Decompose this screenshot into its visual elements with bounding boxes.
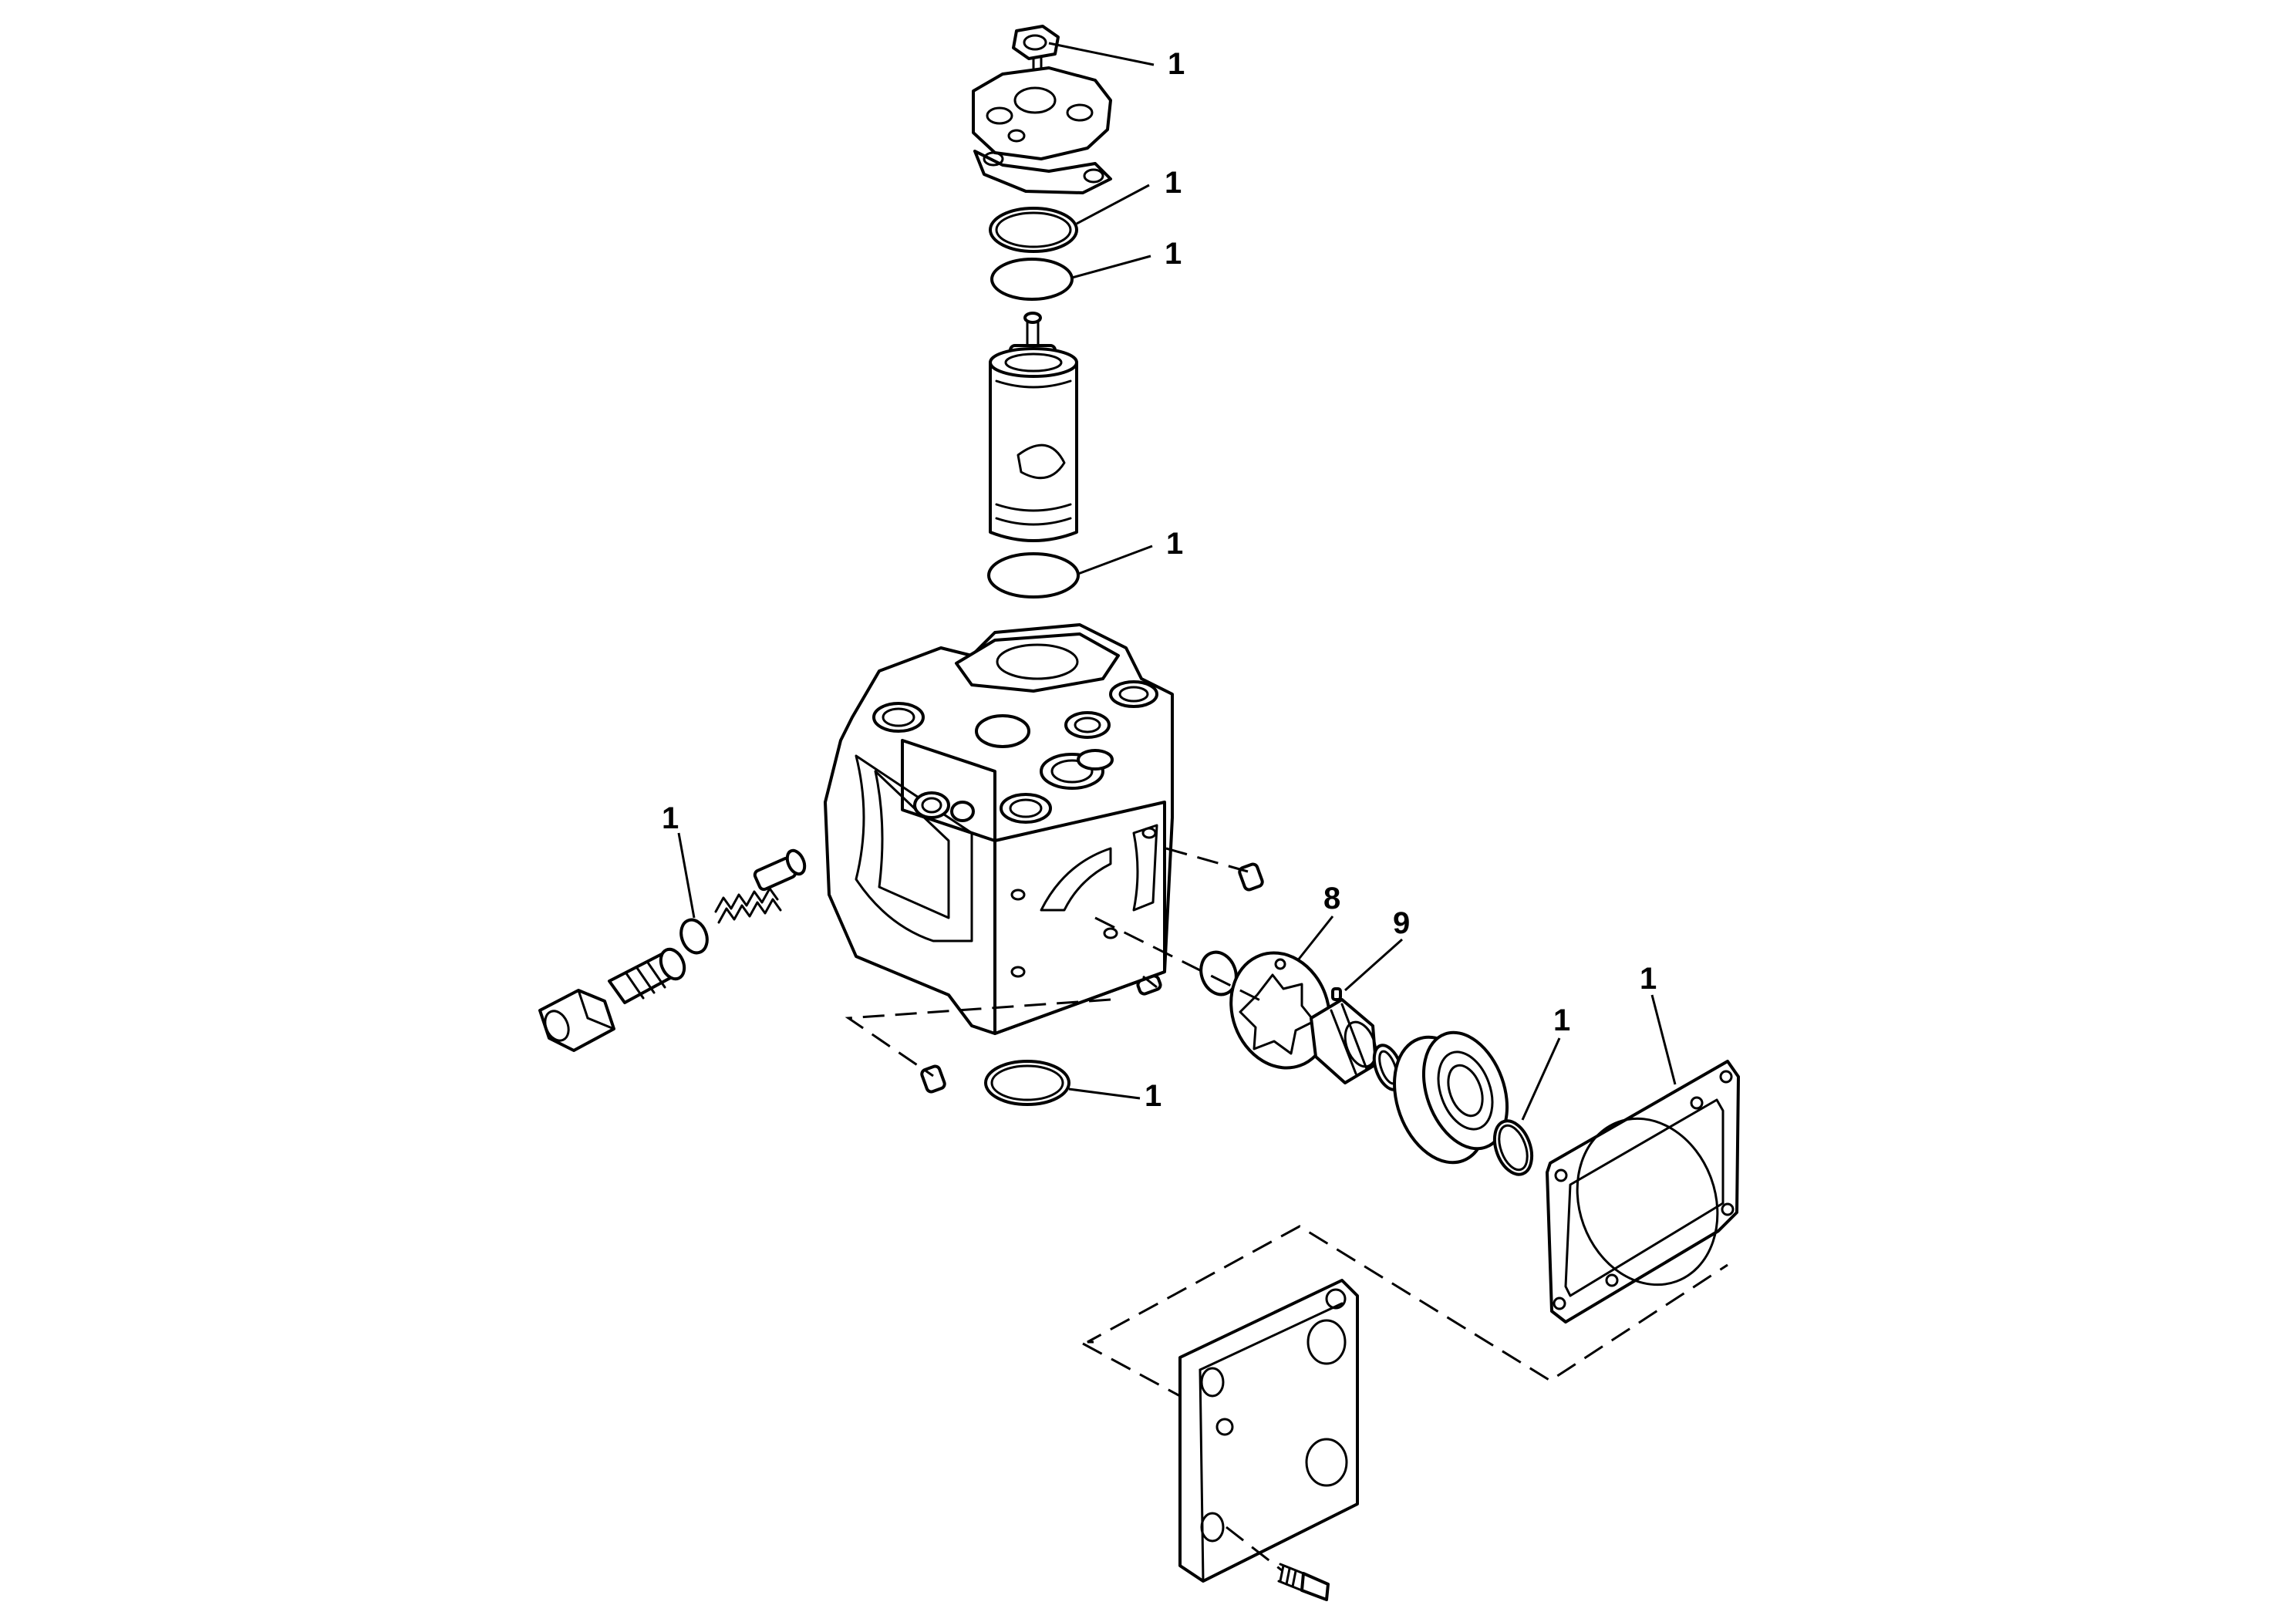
gerotor-ring	[1229, 951, 1331, 1070]
alignment-lines	[845, 847, 1728, 1572]
pump-housing	[824, 623, 1174, 1035]
o-ring-upper-1	[989, 207, 1078, 253]
gerotor-hub	[1310, 998, 1377, 1084]
gasket	[1546, 1060, 1740, 1324]
callout-1-snap-ring: 1	[1553, 1003, 1570, 1037]
callout-8-gerotor: 8	[1323, 882, 1340, 916]
dowel-pin-bottom	[920, 1064, 946, 1094]
callout-1-bottom-ring: 1	[1145, 1079, 1161, 1113]
callout-1-top-nut: 1	[1168, 47, 1185, 81]
callout-1-lower-ring: 1	[1166, 527, 1183, 561]
callout-9-key: 9	[1393, 906, 1410, 940]
callout-1-upper-ring: 1	[1165, 166, 1182, 200]
bearing	[1393, 1030, 1509, 1165]
valve-spring	[714, 887, 782, 924]
callout-1-upper-ring-2: 1	[1165, 237, 1182, 271]
valve-plunger	[753, 848, 807, 892]
end-cover	[1178, 1279, 1359, 1583]
valve-body	[608, 947, 686, 1004]
top-cover-plate	[972, 66, 1112, 194]
o-ring-upper-2	[990, 258, 1074, 301]
callout-labels: 1 1 1 1 1 1 1 1 8 9	[662, 47, 1657, 1113]
callout-1-valve-ring: 1	[662, 801, 679, 835]
key-pin	[1331, 987, 1342, 1001]
o-ring-bottom	[984, 1060, 1070, 1106]
callout-leaders	[677, 42, 1677, 1121]
o-ring-valve	[679, 918, 709, 955]
cylinder-cartridge	[989, 312, 1078, 542]
o-ring-lower	[987, 552, 1080, 599]
snap-ring	[1492, 1119, 1534, 1176]
valve-cap-nut	[538, 989, 615, 1052]
callout-1-gasket: 1	[1640, 962, 1657, 996]
dowel-pin-right	[1238, 862, 1264, 892]
cap-screw	[1277, 1563, 1330, 1601]
